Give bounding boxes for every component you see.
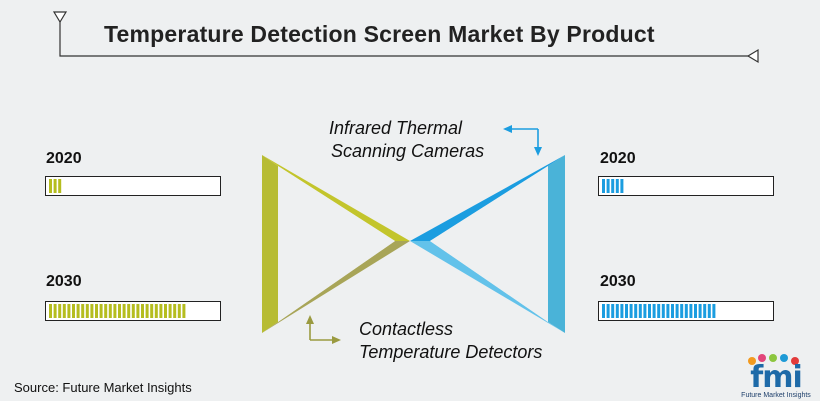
gauge-segment xyxy=(620,178,624,193)
gauge-segment xyxy=(684,303,688,318)
gauge-segment xyxy=(150,303,154,318)
gauge-fill-contactless-2020 xyxy=(49,178,62,193)
fmi-logo: fmi Future Market Insights xyxy=(740,354,812,400)
gauge-segment xyxy=(67,303,71,318)
gauge-segment xyxy=(689,303,693,318)
gauge-segment xyxy=(675,303,679,318)
series-label-contactless-line-1: Contactless xyxy=(359,319,454,339)
gauge-segment xyxy=(173,303,177,318)
bracket-marker-left-icon xyxy=(746,48,759,64)
gauge-segment xyxy=(58,303,62,318)
gauge-segment xyxy=(615,178,619,193)
gauge-segment xyxy=(136,303,140,318)
gauge-segment xyxy=(634,303,638,318)
gauge-segment xyxy=(671,303,674,318)
source-note: Source: Future Market Insights xyxy=(14,380,192,395)
gauge-segment xyxy=(611,303,615,318)
gauge-segment xyxy=(141,303,144,318)
gauge-segment xyxy=(76,303,80,318)
gauge-fill-contactless-2030 xyxy=(49,303,186,318)
logo-tagline: Future Market Insights xyxy=(741,392,811,399)
gauge-segment xyxy=(643,303,647,318)
gauge-segment xyxy=(58,178,62,193)
gauge-segment xyxy=(703,303,707,318)
gauge-segment xyxy=(127,303,131,318)
gauge-contactless-2030 xyxy=(45,301,221,321)
bracket-marker-down-icon xyxy=(52,11,68,24)
page-title: Temperature Detection Screen Market By P… xyxy=(104,21,655,47)
year-label-infrared-2020: 2020 xyxy=(600,150,636,167)
gauge-segment xyxy=(49,178,52,193)
gauge-segment xyxy=(625,303,628,318)
gauge-segment xyxy=(99,303,103,318)
gauge-segment xyxy=(164,303,167,318)
gauge-segment xyxy=(620,303,624,318)
gauge-segment xyxy=(602,303,605,318)
gauge-segment xyxy=(648,303,651,318)
gauge-segment xyxy=(606,178,610,193)
series-label-infrared-line-1: Infrared Thermal xyxy=(329,118,463,138)
gauge-segment xyxy=(53,303,57,318)
gauge-segment xyxy=(62,303,66,318)
gauge-segment xyxy=(118,303,121,318)
gauge-segment xyxy=(615,303,619,318)
gauge-segment xyxy=(638,303,642,318)
logo-mark-icon xyxy=(748,354,799,365)
gauge-segment xyxy=(108,303,112,318)
gauge-segment xyxy=(611,178,615,193)
gauge-segment xyxy=(606,303,610,318)
gauge-contactless-2020 xyxy=(45,176,221,196)
gauge-segment xyxy=(602,178,605,193)
contactless-bowtie-wing xyxy=(262,155,410,333)
infrared-bowtie-wing xyxy=(410,155,565,333)
gauge-segment xyxy=(159,303,163,318)
gauge-segment xyxy=(154,303,158,318)
gauge-segment xyxy=(72,303,75,318)
title-bracket xyxy=(52,11,759,64)
gauge-segment xyxy=(694,303,697,318)
contactless-connector-arrow xyxy=(306,315,341,344)
gauge-segment xyxy=(698,303,702,318)
gauge-segment xyxy=(113,303,117,318)
gauge-segment xyxy=(652,303,656,318)
gauge-segment xyxy=(81,303,85,318)
gauge-segment xyxy=(712,303,716,318)
gauge-segment xyxy=(122,303,126,318)
gauge-segment xyxy=(85,303,89,318)
gauge-segment xyxy=(90,303,94,318)
series-label-contactless: Contactless Temperature Detectors xyxy=(359,318,542,364)
gauge-segment xyxy=(680,303,684,318)
gauge-segment xyxy=(657,303,661,318)
gauge-segment xyxy=(95,303,98,318)
gauge-segment xyxy=(131,303,135,318)
gauge-segment xyxy=(53,178,57,193)
gauge-segment xyxy=(629,303,633,318)
gauge-infrared-2020 xyxy=(598,176,774,196)
year-label-contactless-2020: 2020 xyxy=(46,150,82,167)
series-label-infrared: Infrared Thermal Scanning Cameras xyxy=(329,117,484,163)
gauge-segment xyxy=(666,303,670,318)
gauge-segment xyxy=(104,303,108,318)
infrared-connector-arrow xyxy=(503,125,542,156)
gauge-segment xyxy=(177,303,181,318)
gauge-infrared-2030 xyxy=(598,301,774,321)
gauge-segment xyxy=(661,303,665,318)
gauge-segment xyxy=(49,303,52,318)
gauge-fill-infrared-2020 xyxy=(602,178,624,193)
gauge-segment xyxy=(145,303,149,318)
series-label-infrared-line-2: Scanning Cameras xyxy=(331,141,485,161)
gauge-segment xyxy=(182,303,186,318)
gauge-fill-infrared-2030 xyxy=(602,303,716,318)
year-label-infrared-2030: 2030 xyxy=(600,273,636,290)
year-label-contactless-2030: 2030 xyxy=(46,273,82,290)
gauge-segment xyxy=(707,303,711,318)
series-label-contactless-line-2: Temperature Detectors xyxy=(359,342,543,362)
logo-wordmark: fmi xyxy=(750,360,803,395)
gauge-segment xyxy=(168,303,172,318)
